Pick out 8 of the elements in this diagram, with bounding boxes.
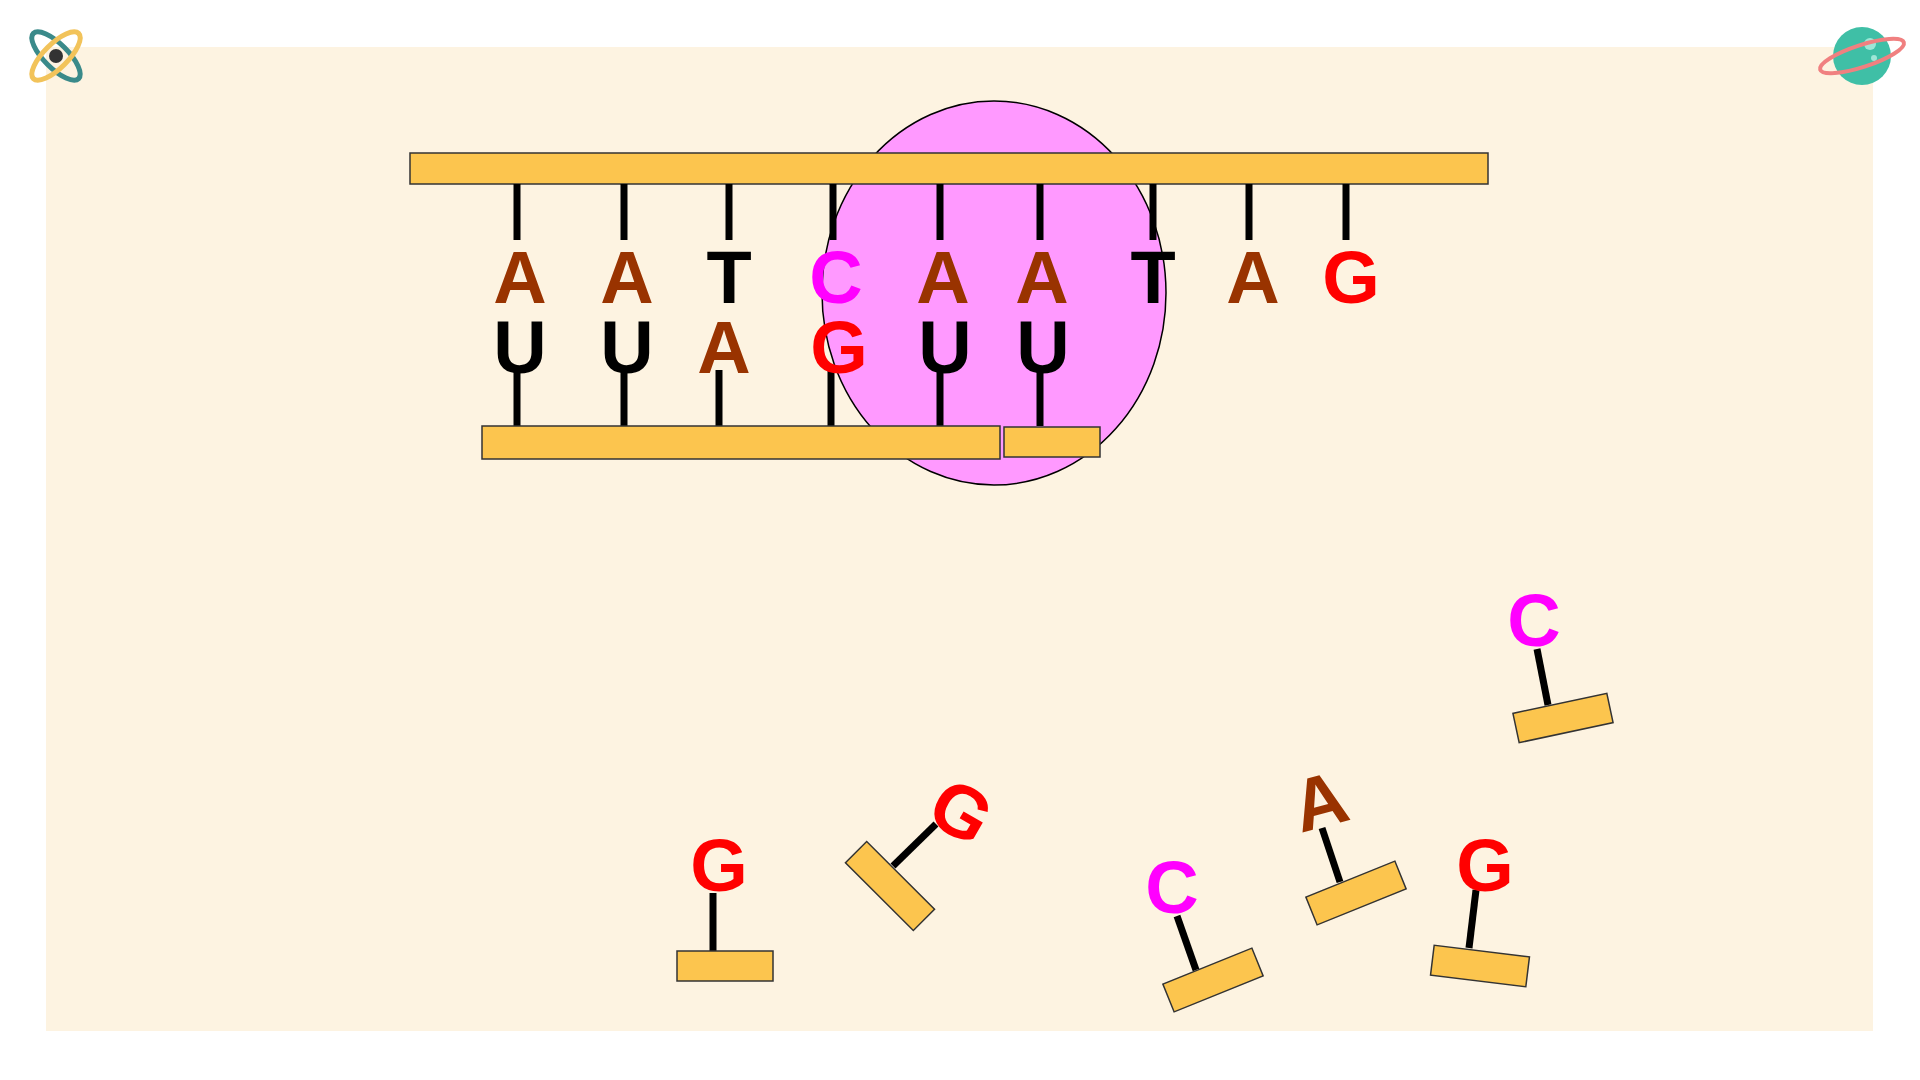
base-letter: G <box>1322 241 1380 315</box>
base-letter: A <box>1284 759 1356 845</box>
base-letter: A <box>1226 241 1280 315</box>
base-letter: G <box>1456 829 1514 903</box>
base-letter: C <box>1145 851 1199 925</box>
base-letter: G <box>917 765 1005 859</box>
base-letter: C <box>1507 584 1561 658</box>
base-letter: G <box>690 829 748 903</box>
